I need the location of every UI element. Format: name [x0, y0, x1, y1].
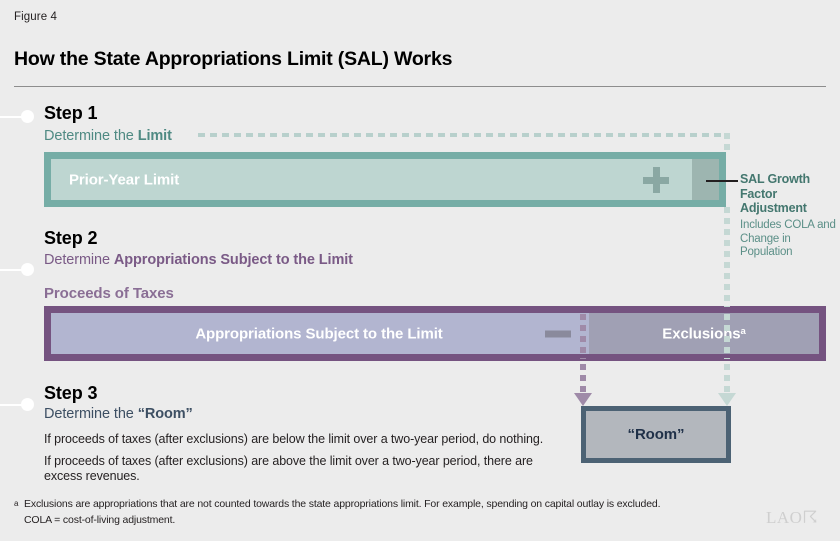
step-2-subtitle: Determine Appropriations Subject to the … [44, 252, 353, 268]
sal-growth-dashed-line-top [724, 133, 730, 152]
footnote-a: a Exclusions are appropriations that are … [14, 496, 660, 512]
step-marker-line [0, 404, 26, 406]
dashed-stem [580, 364, 586, 393]
step-marker-dot [21, 263, 34, 276]
step-3-title: Step 3 [44, 383, 98, 403]
dashed-stem [724, 314, 730, 359]
step-1-subtitle-plain: Determine the [44, 128, 138, 144]
proceeds-of-taxes-bar-inner: Appropriations Subject to the Limit Excl… [51, 313, 819, 354]
prior-year-limit-label: Prior-Year Limit [69, 171, 180, 188]
exclusions-dashed-arrow-to-room [574, 364, 592, 406]
step-marker-2 [0, 263, 40, 276]
step-2-subtitle-plain: Determine [44, 252, 114, 268]
step-3-line-2: If proceeds of taxes (after exclusions) … [44, 454, 533, 483]
dashed-stem [724, 207, 730, 307]
dashed-stem [724, 364, 730, 393]
exclusions-footnote-marker: a [740, 325, 746, 337]
dashed-stem [580, 314, 586, 359]
step-marker-3 [0, 398, 40, 411]
step-3-subtitle-bold: “Room” [137, 406, 193, 422]
footnotes: a Exclusions are appropriations that are … [14, 496, 660, 528]
step-marker-dot [21, 110, 34, 123]
step-marker-dot [21, 398, 34, 411]
lao-logo-text: LAO [766, 508, 803, 527]
footnote-a-text: Exclusions are appropriations that are n… [24, 498, 661, 510]
room-label: “Room” [586, 411, 726, 458]
exclusions-dashed-line-upper [580, 314, 586, 359]
exclusions-label-text: Exclusions [662, 325, 741, 342]
exclusions-segment [589, 313, 819, 354]
header-divider [14, 86, 826, 87]
step-1-title: Step 1 [44, 103, 98, 123]
appropriations-subject-to-limit-label: Appropriations Subject to the Limit [195, 325, 443, 342]
proceeds-of-taxes-label: Proceeds of Taxes [44, 285, 174, 302]
step-3-line-1: If proceeds of taxes (after exclusions) … [44, 432, 544, 446]
sal-growth-dashed-line-mid [724, 207, 730, 307]
figure-label: Figure 4 [14, 11, 57, 23]
proceeds-of-taxes-bar: Appropriations Subject to the Limit Excl… [44, 306, 826, 361]
step-3-subtitle: Determine the “Room” [44, 406, 193, 422]
sal-callout-title: SAL Growth Factor Adjustment [740, 172, 810, 215]
step-marker-line [0, 269, 26, 271]
step-1-subtitle: Determine the Limit [44, 128, 172, 144]
footnote-cola: COLA = cost-of-living adjustment. [24, 514, 176, 526]
step-2-title: Step 2 [44, 228, 98, 248]
sal-growth-factor-segment [692, 159, 719, 200]
lao-logo: LAO☈ [766, 508, 819, 527]
step-marker-1 [0, 110, 40, 123]
step-1-subtitle-bold: Limit [137, 128, 172, 144]
plus-icon [643, 166, 669, 193]
footnote-a-marker: a [14, 499, 19, 508]
page-title: How the State Appropriations Limit (SAL)… [14, 48, 453, 70]
dashed-stem [724, 133, 730, 152]
room-box: “Room” [581, 406, 731, 463]
limit-dashed-arrow-to-room [718, 364, 736, 406]
sal-callout-note: Includes COLA and Change in Population [740, 219, 836, 258]
step-3-subtitle-plain: Determine the [44, 406, 138, 422]
sal-callout-leader-line [706, 180, 738, 182]
sal-growth-dashed-line-lower [724, 314, 730, 359]
limit-dashed-connector [198, 133, 730, 137]
step-2-subtitle-bold: Appropriations Subject to the Limit [113, 252, 353, 268]
prior-year-limit-bar: Prior-Year Limit [44, 152, 726, 207]
arrowhead-down-icon [574, 393, 592, 406]
prior-year-limit-bar-inner: Prior-Year Limit [51, 159, 719, 200]
step-marker-line [0, 116, 26, 118]
arrowhead-down-icon [718, 393, 736, 406]
exclusions-label: Exclusionsa [589, 325, 819, 342]
minus-icon [545, 330, 571, 337]
